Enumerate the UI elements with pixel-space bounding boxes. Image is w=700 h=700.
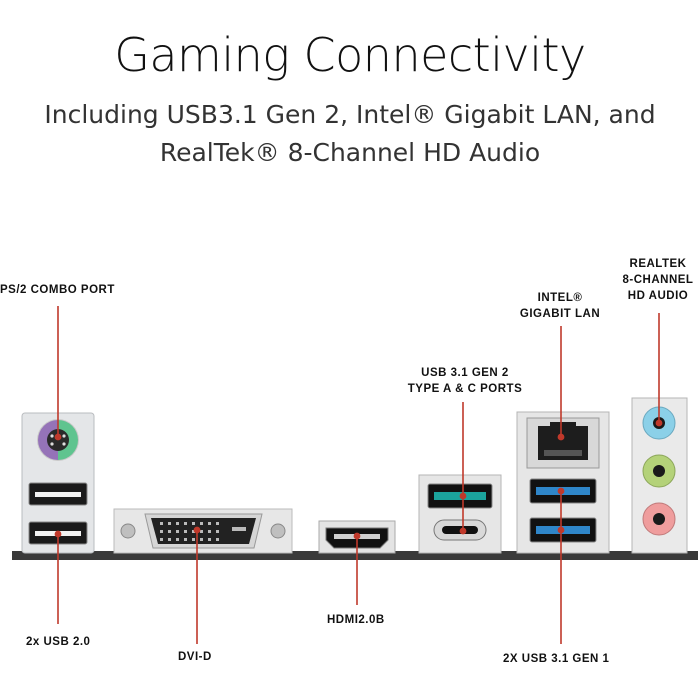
label-realtek-audio: REALTEK 8-CHANNEL HD AUDIO	[616, 256, 700, 304]
audio-jack-icon	[642, 454, 676, 488]
label-usb31-gen2: USB 3.1 GEN 2 TYPE A & C PORTS	[400, 365, 530, 397]
label-usb31-gen1: 2X USB 3.1 GEN 1	[503, 653, 610, 665]
page-title: Gaming Connectivity	[114, 28, 586, 82]
label-lan-line-1: INTEL®	[537, 292, 583, 304]
page-subtitle-line-2: RealTek® 8-Channel HD Audio	[159, 138, 541, 167]
audio-stack	[631, 397, 688, 554]
label-ps2-combo-port: PS/2 COMBO PORT	[0, 284, 115, 296]
label-hdmi: HDMI2.0B	[327, 614, 385, 626]
lan-usb31-gen1-stack	[516, 411, 610, 554]
board-edge	[12, 551, 698, 560]
label-usb31-gen2-line-1: USB 3.1 GEN 2	[421, 367, 509, 379]
dvi-port-icon	[113, 508, 293, 554]
label-intel-gigabit-lan: INTEL® GIGABIT LAN	[500, 290, 620, 322]
label-lan-line-2: GIGABIT LAN	[519, 308, 601, 320]
label-usb2: 2x USB 2.0	[26, 636, 91, 648]
label-usb31-gen2-line-2: TYPE A & C PORTS	[407, 383, 523, 395]
usb2-port-icon	[28, 482, 88, 506]
label-audio-line-3: HD AUDIO	[627, 290, 689, 302]
audio-jack-icon	[642, 502, 676, 536]
page-subtitle-line-1: Including USB3.1 Gen 2, Intel® Gigabit L…	[44, 100, 656, 129]
usb31-gen2-stack	[418, 474, 502, 554]
rj45-port-icon	[526, 417, 600, 469]
label-dvi-d: DVI-D	[178, 651, 212, 663]
label-audio-line-2: 8-CHANNEL	[622, 274, 694, 286]
label-audio-line-1: REALTEK	[629, 258, 687, 270]
